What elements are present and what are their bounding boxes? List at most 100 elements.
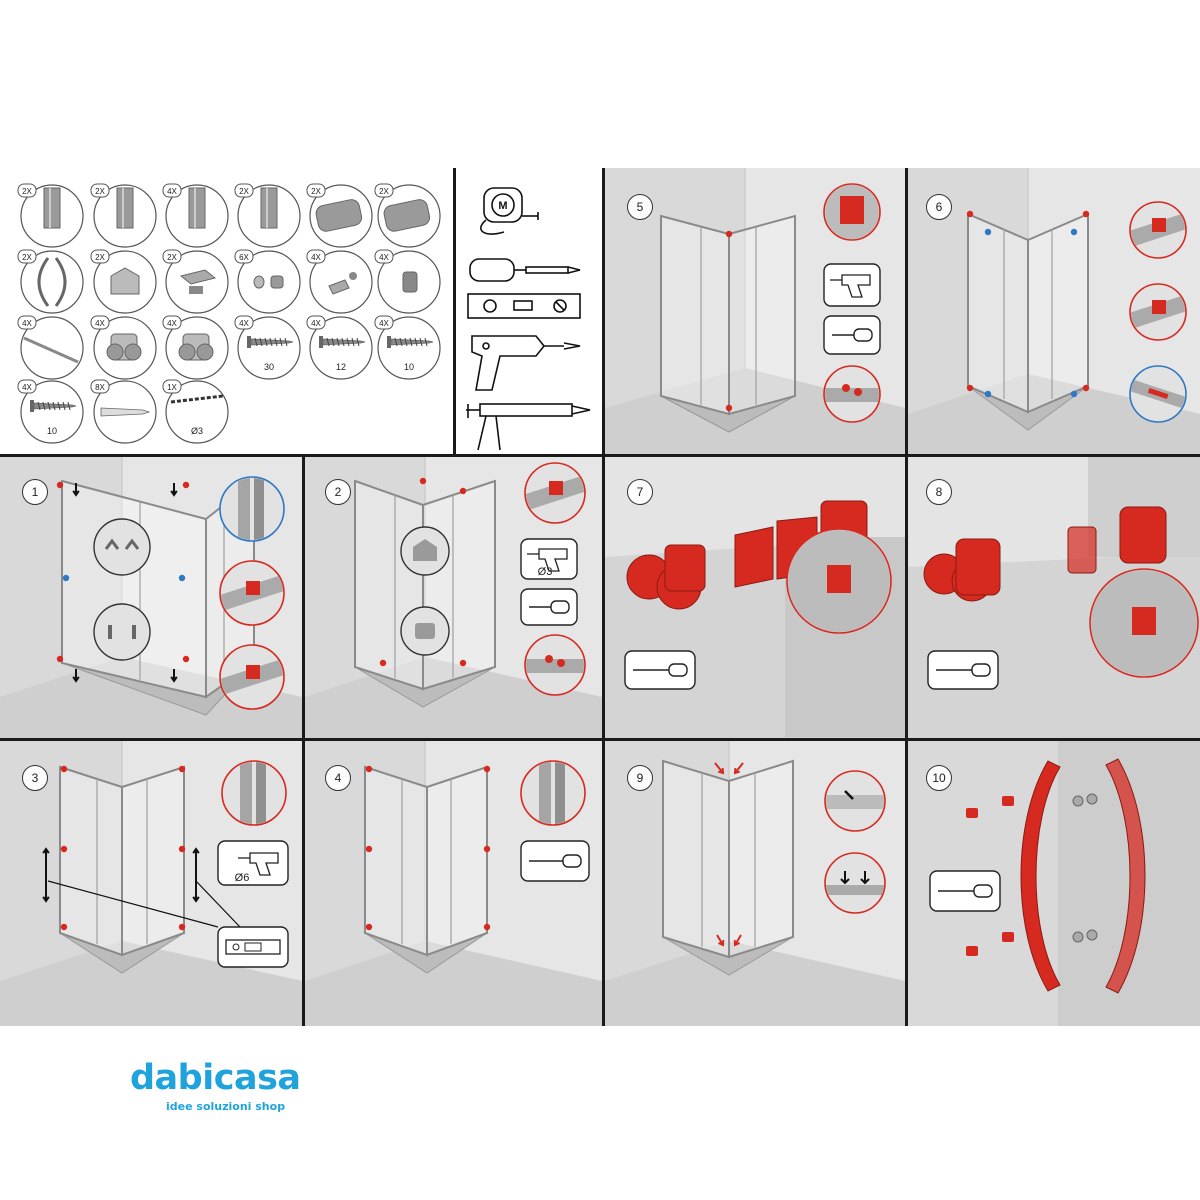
part-qty-badge bbox=[374, 315, 394, 330]
detail-callout bbox=[524, 462, 586, 524]
step-2-number: 2 bbox=[325, 479, 351, 505]
red-part bbox=[842, 384, 850, 392]
part-qty-badge bbox=[162, 379, 182, 394]
roller-icon bbox=[106, 333, 142, 361]
arrow-icon bbox=[716, 934, 724, 946]
handle-icon bbox=[37, 257, 67, 307]
detail-callout bbox=[1129, 365, 1187, 423]
tape-measure-icon bbox=[480, 187, 539, 235]
leader-line bbox=[195, 880, 241, 928]
part-item: 4X bbox=[162, 315, 229, 380]
part-item: 2X bbox=[17, 183, 84, 248]
step-7-panel: 7 bbox=[605, 457, 905, 738]
arrow-head bbox=[42, 896, 50, 903]
part-qty-badge bbox=[17, 249, 37, 264]
brand-name: dabicasa bbox=[130, 1058, 301, 1098]
leader-line bbox=[47, 880, 219, 928]
step-5-number: 5 bbox=[627, 194, 653, 220]
roller-plate bbox=[1067, 526, 1097, 574]
part-frame bbox=[20, 316, 84, 380]
marker-dot bbox=[725, 230, 733, 238]
corner-cap bbox=[415, 623, 435, 639]
detail-callout bbox=[1089, 568, 1199, 678]
part-qty-badge bbox=[306, 315, 326, 330]
roller-assembly-exploded bbox=[626, 500, 868, 610]
marker-dot bbox=[1070, 228, 1078, 236]
glass-panel-left bbox=[354, 479, 424, 691]
red-part bbox=[1152, 300, 1166, 314]
handle-front bbox=[1020, 760, 1061, 992]
spirit-level-icon bbox=[467, 293, 581, 319]
corner-joint bbox=[413, 539, 437, 561]
part-qty: 2X bbox=[311, 187, 321, 196]
step-7-number: 7 bbox=[627, 479, 653, 505]
arrow-head bbox=[72, 490, 80, 497]
horizontal-profile-icon bbox=[383, 199, 431, 232]
drill-icon bbox=[841, 274, 871, 298]
part-item: 8X bbox=[90, 379, 157, 444]
part-qty-badge bbox=[90, 249, 110, 264]
glass-panel-right bbox=[1027, 212, 1089, 414]
detail-circle bbox=[824, 852, 886, 914]
glass-panel-right bbox=[422, 479, 496, 691]
arrow-head bbox=[733, 767, 741, 775]
roller-cap bbox=[1119, 506, 1167, 564]
part-qty-badge bbox=[306, 249, 326, 264]
detail-callout bbox=[824, 770, 886, 832]
joint-part bbox=[108, 625, 136, 639]
marker-dot bbox=[379, 659, 387, 667]
handle-washer bbox=[1072, 931, 1084, 943]
part-item: 4X bbox=[306, 249, 373, 314]
detail-callout bbox=[221, 760, 287, 826]
part-frame bbox=[377, 316, 441, 380]
part-qty-badge bbox=[374, 249, 394, 264]
marker-dot bbox=[365, 923, 373, 931]
vertical-profile-icon bbox=[43, 187, 61, 229]
drill-size-label: Ø6 bbox=[235, 872, 250, 884]
marker-dot bbox=[1082, 210, 1090, 218]
part-item: 2X bbox=[17, 249, 84, 314]
glass-panel-left bbox=[364, 765, 428, 957]
part-qty-badge bbox=[162, 249, 182, 264]
part-qty: 4X bbox=[239, 319, 249, 328]
part-qty-badge bbox=[90, 379, 110, 394]
roller-body bbox=[664, 544, 706, 592]
part-frame bbox=[165, 380, 229, 444]
part-qty-badge bbox=[17, 379, 37, 394]
marker-dot bbox=[60, 923, 68, 931]
joint-detail-top bbox=[93, 518, 151, 576]
detail-circle bbox=[219, 476, 285, 542]
part-qty: 4X bbox=[311, 319, 321, 328]
joint-detail-bottom bbox=[93, 603, 151, 661]
step-10-panel: 10 bbox=[908, 741, 1200, 1026]
part-qty: 2X bbox=[22, 253, 32, 262]
detail-callout bbox=[219, 644, 285, 710]
part-qty: 6X bbox=[239, 253, 249, 262]
handle-back bbox=[1105, 758, 1146, 994]
roller-body bbox=[955, 538, 1001, 596]
marker-dot bbox=[483, 845, 491, 853]
tool-box-frame bbox=[217, 926, 289, 968]
vertical-profile-icon bbox=[116, 187, 134, 229]
screwdriver-tool-box bbox=[520, 840, 590, 882]
floor bbox=[0, 941, 302, 1026]
part-qty: 2X bbox=[239, 187, 249, 196]
detail-circle bbox=[520, 760, 586, 826]
part-qty-badge bbox=[17, 183, 37, 198]
detail-circle bbox=[221, 760, 287, 826]
marker-dot bbox=[178, 765, 186, 773]
screw-icon bbox=[387, 336, 434, 348]
screwdriver-tool-box bbox=[929, 870, 1001, 912]
arrow-head bbox=[733, 939, 740, 947]
part-qty-badge bbox=[234, 249, 254, 264]
handle-washer bbox=[1086, 793, 1098, 805]
screwdriver-tool-box bbox=[624, 650, 696, 690]
step-1-panel: 1 bbox=[0, 457, 302, 738]
glass-panel-left bbox=[660, 214, 730, 416]
